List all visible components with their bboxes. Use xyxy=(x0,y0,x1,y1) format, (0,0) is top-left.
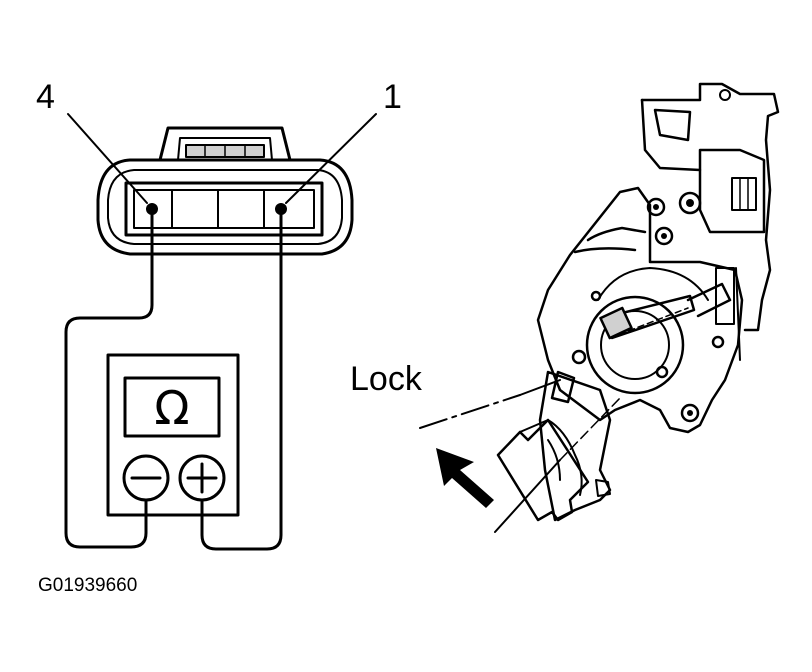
latch-bracket xyxy=(640,82,780,332)
pin-4-label: 4 xyxy=(36,78,55,116)
lead-positive xyxy=(200,207,283,551)
ohm-icon: Ω xyxy=(154,381,190,435)
door-lock-assembly xyxy=(419,82,780,533)
pin-1-leader xyxy=(285,113,377,204)
actuator-rotor xyxy=(585,295,685,395)
lock-direction-arrow-icon xyxy=(436,448,494,508)
ohmmeter-display xyxy=(123,376,221,438)
lead-negative xyxy=(64,207,154,549)
pivot-axis xyxy=(494,459,561,533)
mounting-screw xyxy=(654,226,674,246)
lower-arm xyxy=(538,370,612,522)
pin-1-label: 1 xyxy=(383,78,402,116)
minus-icon xyxy=(122,454,170,502)
test-leads xyxy=(64,207,283,551)
connector-housing xyxy=(96,158,354,256)
figure-id: G01939660 xyxy=(38,575,138,596)
lock-body xyxy=(536,186,744,434)
pin-4-leader xyxy=(67,113,148,204)
mounting-screw xyxy=(646,197,666,217)
mounting-screw xyxy=(678,191,702,215)
connector xyxy=(67,113,377,256)
lock-label: Lock xyxy=(350,360,422,398)
ohmmeter-body xyxy=(106,353,240,517)
connector-cavity-block xyxy=(124,181,324,237)
connector-latch xyxy=(158,126,292,162)
plus-icon xyxy=(178,454,226,502)
actuator-plunger xyxy=(496,418,611,522)
ohmmeter xyxy=(106,353,240,517)
